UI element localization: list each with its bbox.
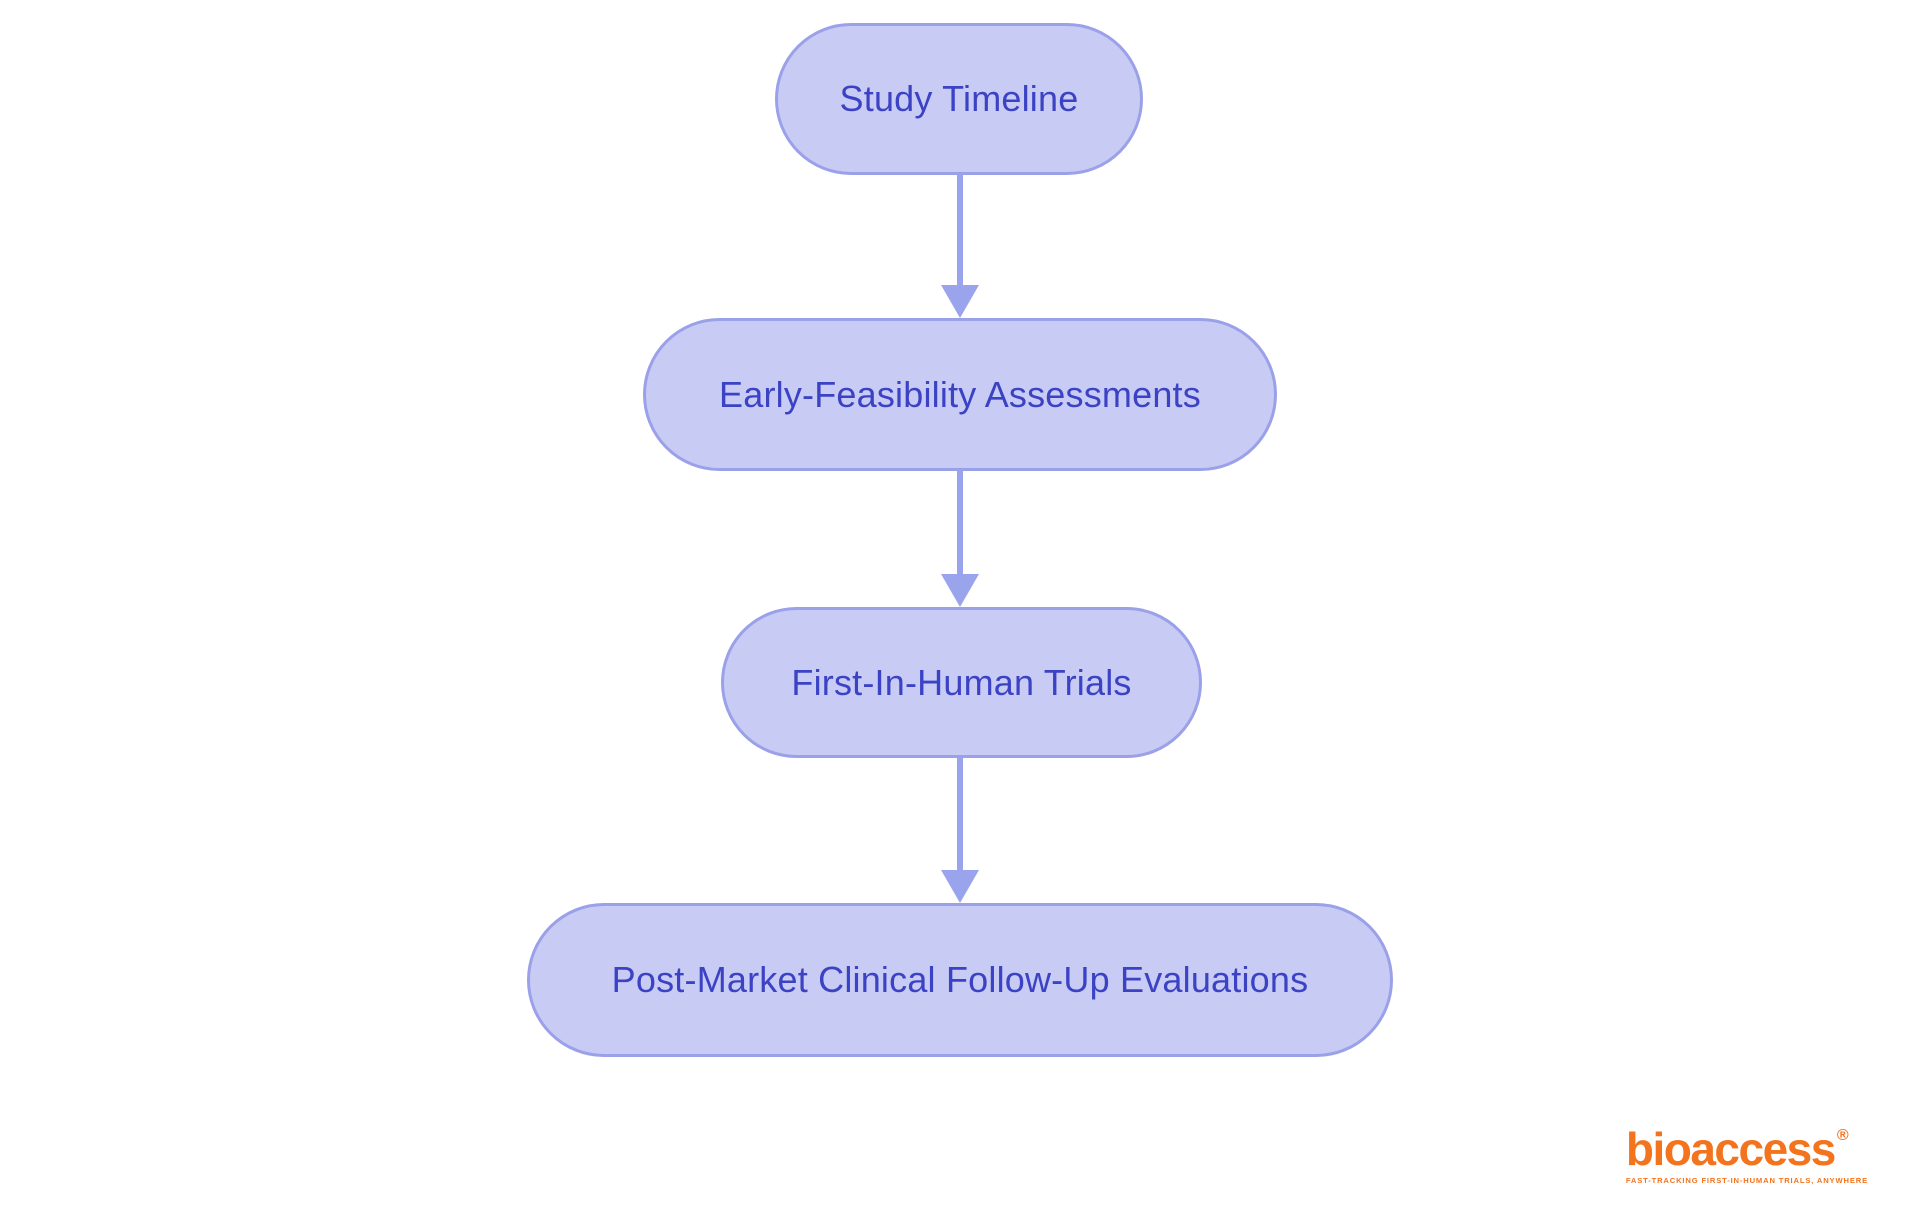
brand-logo: bioaccess ® FAST-TRACKING FIRST-IN-HUMAN… <box>1626 1126 1868 1185</box>
logo-tagline: FAST-TRACKING FIRST-IN-HUMAN TRIALS, ANY… <box>1625 1176 1868 1186</box>
node-label: First-In-Human Trials <box>791 661 1132 703</box>
node-label: Post-Market Clinical Follow-Up Evaluatio… <box>611 959 1309 1000</box>
node-label: Early-Feasibility Assessments <box>719 373 1201 415</box>
registered-trademark-icon: ® <box>1836 1127 1849 1145</box>
flow-node-first-in-human: First-In-Human Trials <box>721 607 1202 758</box>
logo-wordmark-row: bioaccess ® <box>1626 1126 1868 1172</box>
flow-node-study-timeline: Study Timeline <box>775 23 1143 175</box>
arrow-shaft <box>957 758 963 870</box>
logo-wordmark: bioaccess <box>1625 1123 1836 1176</box>
flow-node-early-feasibility: Early-Feasibility Assessments <box>643 318 1277 471</box>
arrow-head <box>941 574 979 607</box>
arrow-head <box>941 285 979 318</box>
arrow-down-icon <box>941 758 979 903</box>
arrow-down-icon <box>941 471 979 607</box>
flow-node-post-market: Post-Market Clinical Follow-Up Evaluatio… <box>527 903 1393 1057</box>
arrow-shaft <box>957 175 963 285</box>
arrow-down-icon <box>941 175 979 318</box>
node-label: Study Timeline <box>839 78 1079 119</box>
arrow-shaft <box>957 471 963 574</box>
arrow-head <box>941 870 979 903</box>
